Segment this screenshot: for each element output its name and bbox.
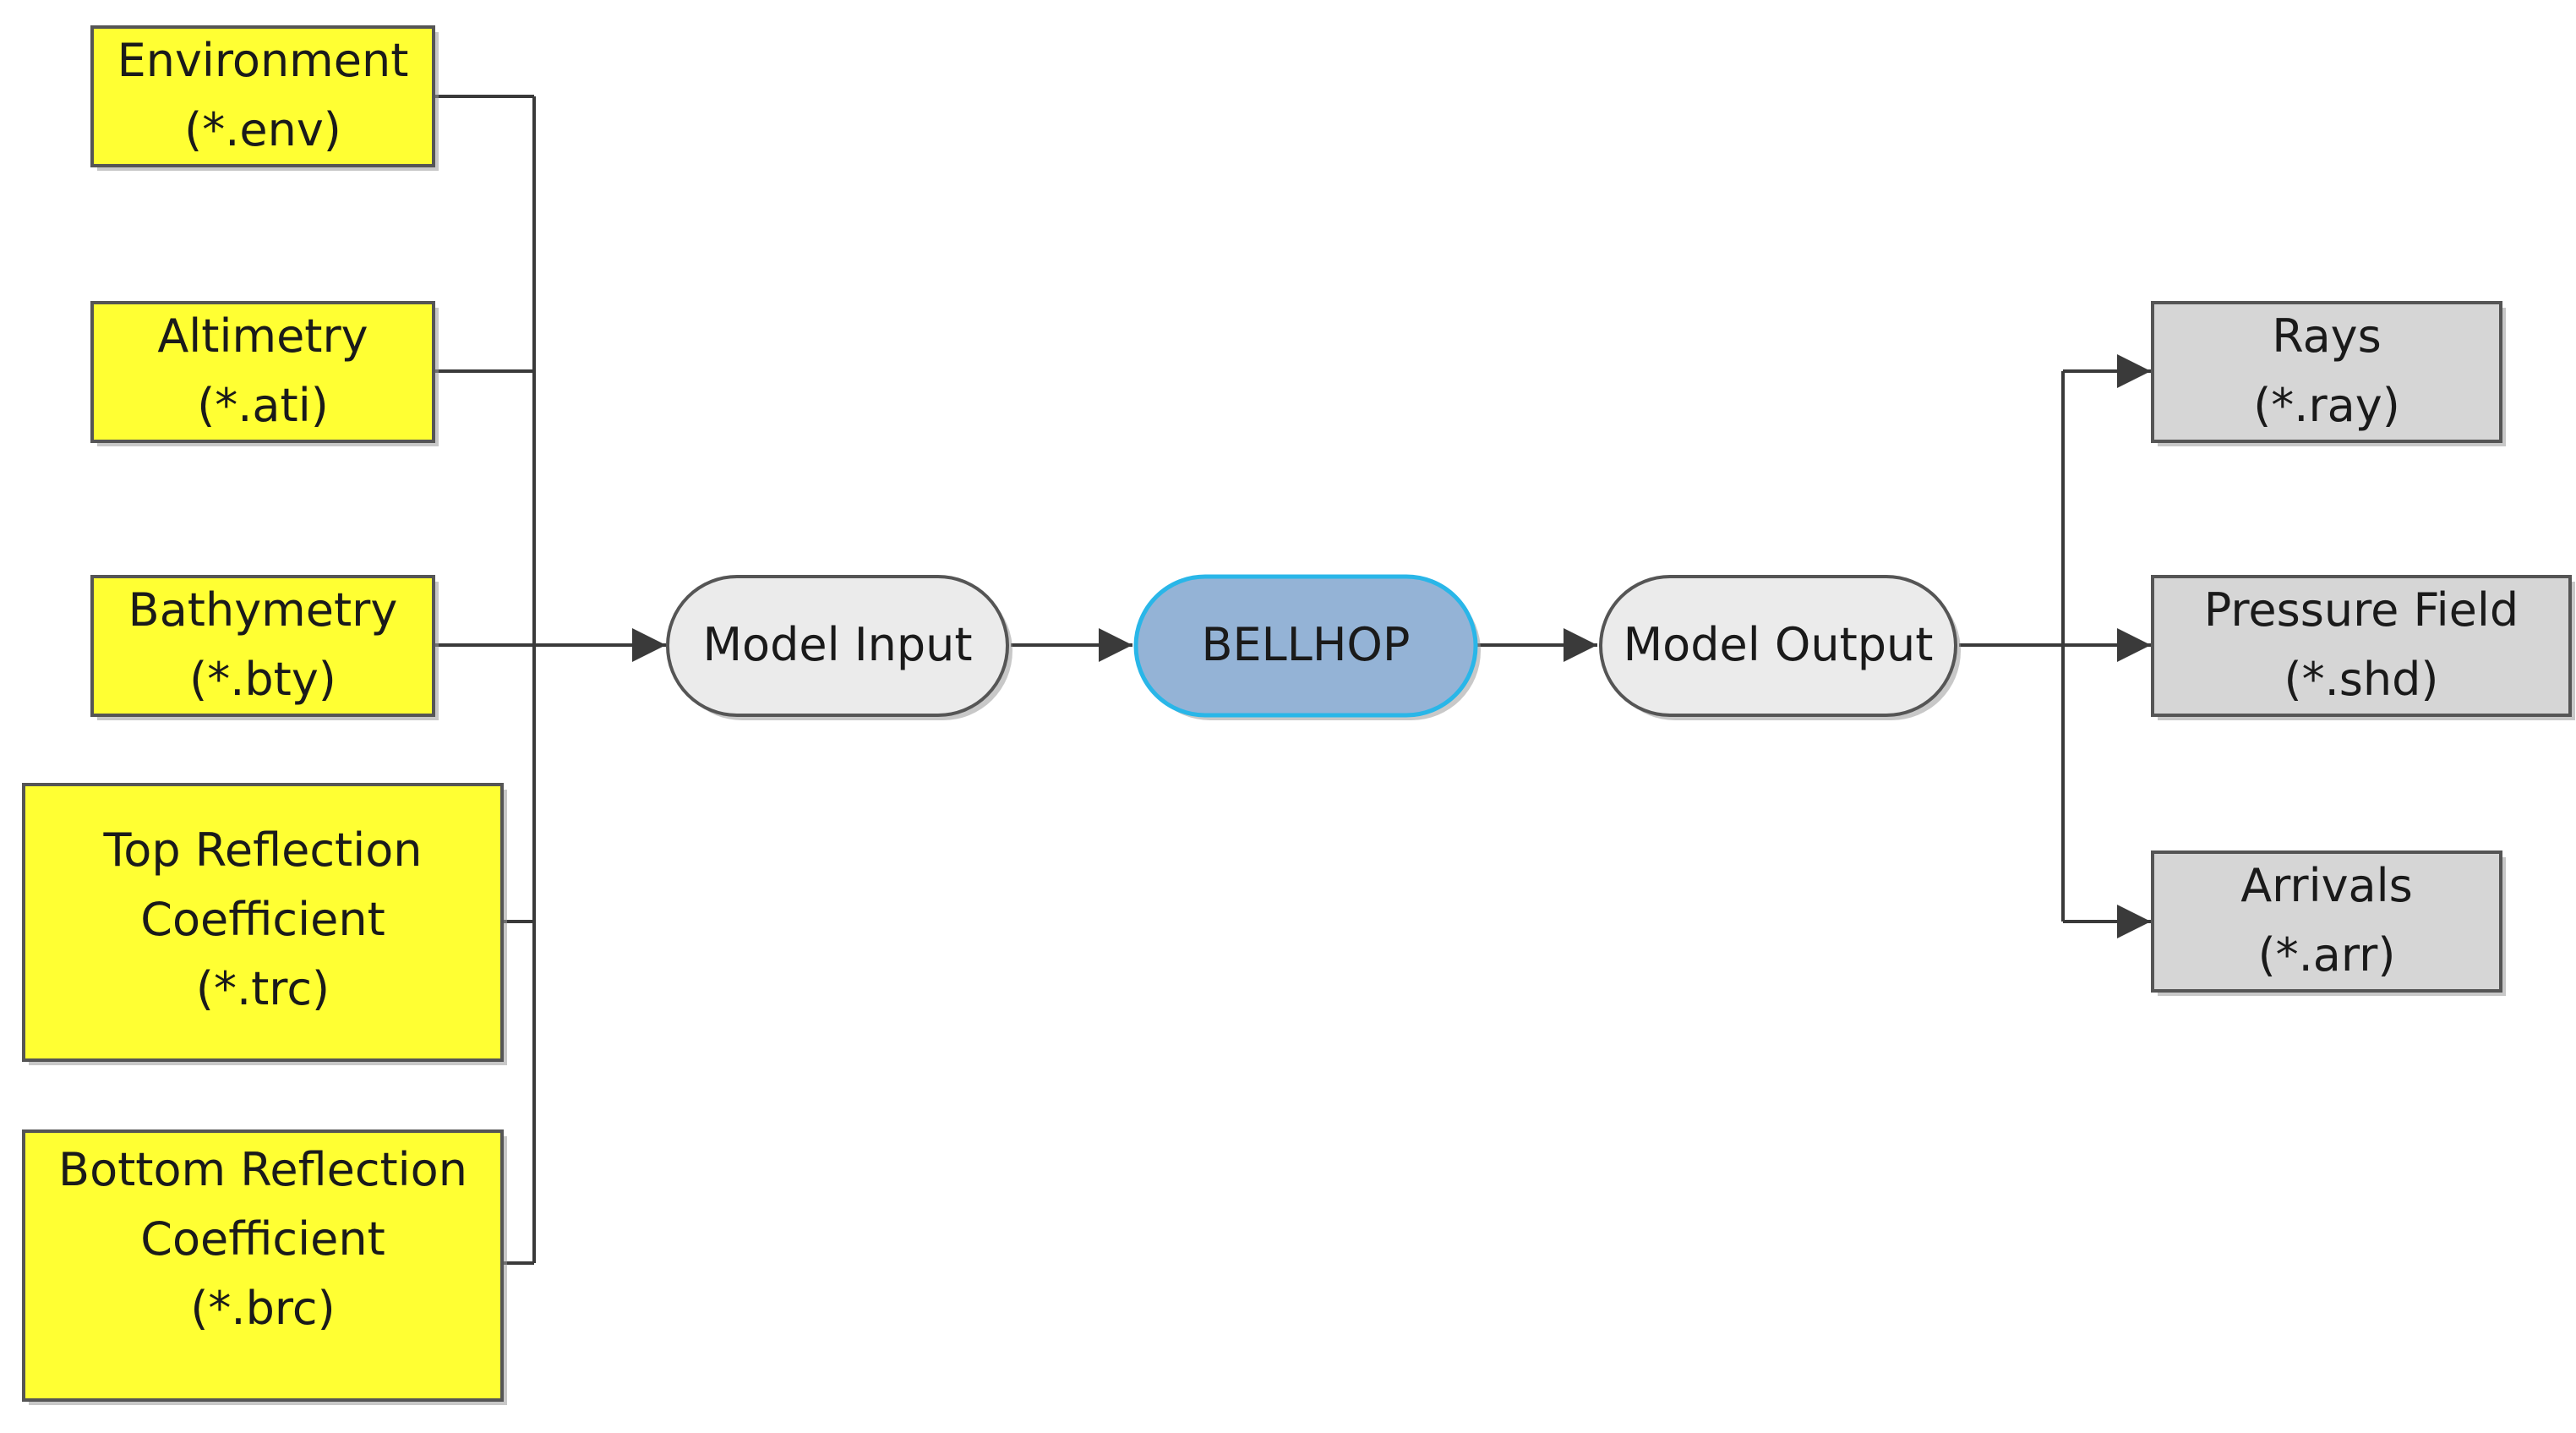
- model-output-node: Model Output: [1599, 575, 1961, 720]
- input-bottom-reflection-line1: Bottom Reflection: [58, 1143, 467, 1196]
- bellhop-node: BELLHOP: [1133, 574, 1481, 720]
- output-pressure-field-line1: Pressure Field: [2204, 583, 2519, 637]
- input-bottom-reflection-line2: Coefficient: [140, 1212, 385, 1266]
- input-altimetry-line2: (*.ati): [197, 379, 329, 432]
- model-input-label: Model Input: [702, 618, 972, 671]
- input-top-reflection-line2: Coefficient: [140, 893, 385, 946]
- input-connectors: [435, 95, 666, 1265]
- input-box-bottom-reflection: Bottom Reflection Coefficient (*.brc): [22, 1129, 507, 1405]
- output-box-pressure-field: Pressure Field (*.shd): [2151, 575, 2575, 720]
- output-files: Rays (*.ray) Pressure Field (*.shd) Arri…: [2151, 301, 2575, 996]
- input-bathymetry-line1: Bathymetry: [128, 583, 398, 637]
- input-bottom-reflection-line3: (*.brc): [190, 1282, 335, 1335]
- input-box-bathymetry: Bathymetry (*.bty): [90, 575, 439, 720]
- output-box-rays: Rays (*.ray): [2151, 301, 2506, 446]
- output-arrivals-line1: Arrivals: [2240, 859, 2413, 912]
- input-altimetry-line1: Altimetry: [157, 309, 368, 363]
- input-files: Environment (*.env) Altimetry (*.ati) Ba…: [22, 25, 507, 1405]
- pipeline-stages: Model Input BELLHOP Model Output: [666, 574, 1961, 720]
- input-box-altimetry: Altimetry (*.ati): [90, 301, 439, 446]
- input-box-environment: Environment (*.env): [90, 25, 439, 171]
- output-rays-line1: Rays: [2272, 309, 2382, 363]
- input-bathymetry-line2: (*.bty): [189, 653, 336, 706]
- model-output-label: Model Output: [1624, 618, 1934, 671]
- output-arrivals-line2: (*.arr): [2258, 928, 2396, 982]
- input-environment-line2: (*.env): [184, 103, 341, 156]
- bellhop-label: BELLHOP: [1201, 618, 1410, 671]
- input-box-top-reflection: Top Reflection Coefficient (*.trc): [22, 783, 507, 1065]
- output-connectors: [1959, 354, 2151, 938]
- input-top-reflection-line1: Top Reflection: [103, 823, 423, 877]
- input-top-reflection-line3: (*.trc): [196, 962, 330, 1015]
- input-environment-line1: Environment: [117, 34, 409, 87]
- output-rays-line2: (*.ray): [2253, 379, 2400, 432]
- output-pressure-field-line2: (*.shd): [2284, 653, 2439, 706]
- output-box-arrivals: Arrivals (*.arr): [2151, 851, 2506, 996]
- model-input-node: Model Input: [666, 575, 1012, 720]
